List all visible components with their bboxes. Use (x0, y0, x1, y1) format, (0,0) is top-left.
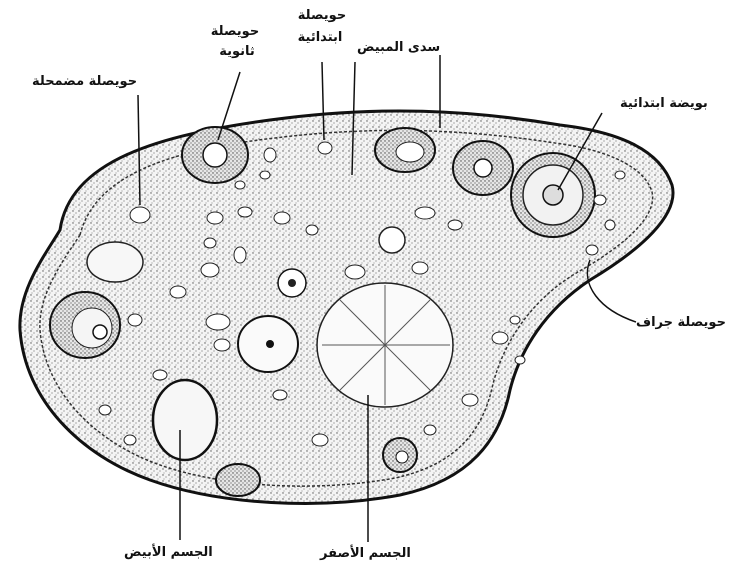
secondary-follicle (182, 127, 248, 183)
label-secondary-follicle-l1: حويصلة (198, 24, 272, 40)
label-corpus-albicans: الجسم الأبيض (124, 545, 213, 561)
label-primary-follicle-l2: ابتدائية (283, 30, 357, 46)
follicle-upper-mid (375, 128, 435, 172)
follicle-bottom-right (383, 438, 417, 472)
follicle-upper-right (453, 141, 513, 195)
small-follicle-center (278, 269, 306, 297)
label-corpus-luteum: الجسم الأصفر (320, 546, 411, 562)
label-atretic-follicle: حويصلة مضمحلة (32, 74, 137, 90)
label-primary-oocyte: بويضة ابتدائية (620, 96, 708, 112)
label-graafian-follicle: حويصلة جراف (636, 315, 726, 331)
follicle-bottom-center (216, 464, 260, 496)
follicle-left (50, 292, 120, 358)
label-ovary-stroma: سدى المبيض (357, 40, 440, 56)
label-secondary-follicle-l2: ثانوية (200, 44, 274, 60)
corpus-albicans (153, 380, 217, 460)
primary-oocyte-follicle (511, 153, 595, 237)
follicle-center-left (238, 316, 298, 372)
corpus-luteum (317, 283, 453, 407)
follicle-mid-top (379, 227, 405, 253)
label-primary-follicle-l1: حويصلة (285, 8, 359, 24)
follicle-left-upper (87, 242, 143, 282)
